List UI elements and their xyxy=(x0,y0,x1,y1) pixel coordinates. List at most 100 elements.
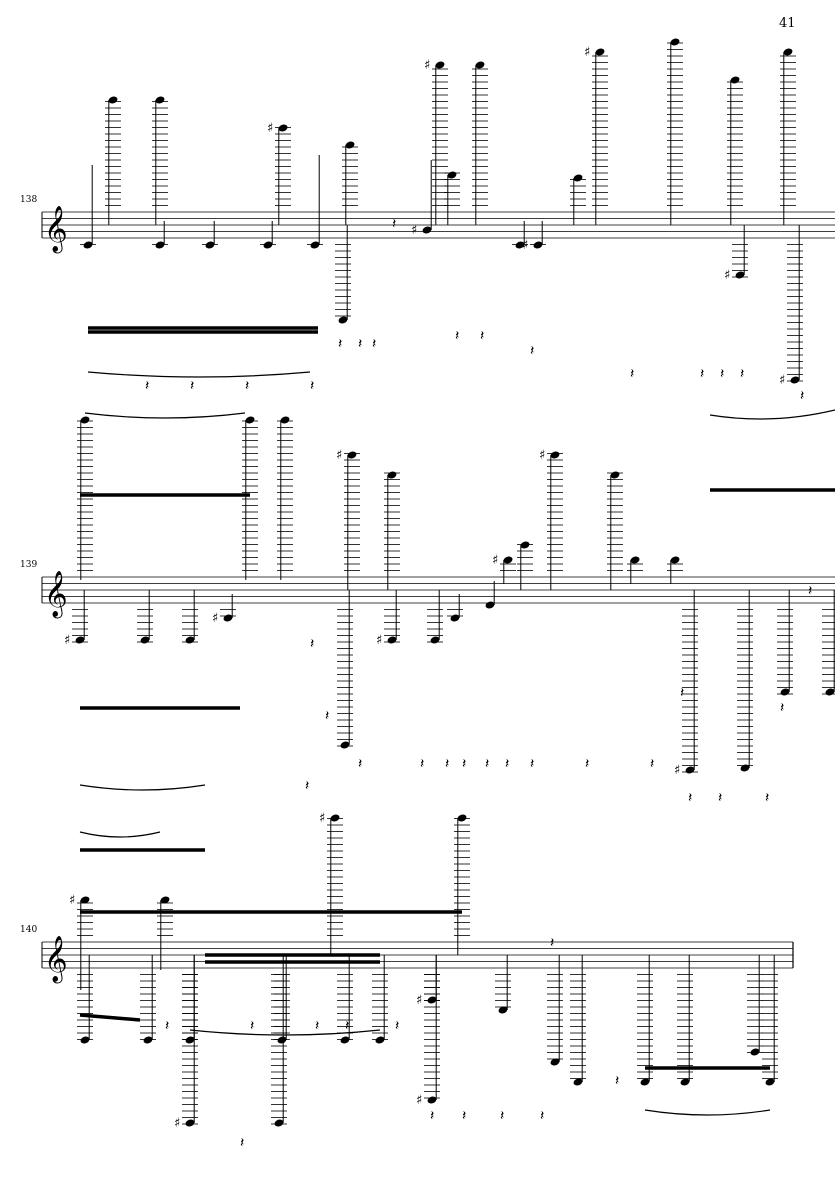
sharp-icon: ♯ xyxy=(174,1116,180,1131)
sharp-icon: ♯ xyxy=(416,993,422,1008)
note-head xyxy=(310,241,320,249)
rest-icon: 𝄽 xyxy=(190,378,194,394)
tie xyxy=(84,412,246,419)
note-head xyxy=(185,1036,195,1044)
note-head xyxy=(447,171,457,179)
rest-icon: 𝄽 xyxy=(540,1108,544,1124)
treble-clef-icon: 𝄞 xyxy=(44,206,68,254)
rest-icon: 𝄽 xyxy=(165,1018,169,1034)
beam xyxy=(79,1013,141,1022)
rest-icon: 𝄽 xyxy=(688,790,692,806)
rest-icon: 𝄽 xyxy=(145,378,149,394)
note-head xyxy=(640,1078,650,1086)
note-head xyxy=(330,814,340,822)
tie xyxy=(87,371,311,378)
rest-icon: 𝄽 xyxy=(455,328,459,344)
note-head xyxy=(533,241,543,249)
note-head xyxy=(80,896,90,904)
rest-icon: 𝄽 xyxy=(445,756,449,772)
note-head xyxy=(780,688,790,696)
rest-icon: 𝄽 xyxy=(395,1018,399,1034)
note-head xyxy=(347,451,357,459)
note-head xyxy=(83,241,93,249)
note-head xyxy=(550,451,560,459)
sharp-icon: ♯ xyxy=(492,553,498,568)
note-head xyxy=(387,471,397,479)
rest-icon: 𝄽 xyxy=(530,343,534,359)
note-head xyxy=(427,996,437,1004)
sharp-icon: ♯ xyxy=(267,121,273,136)
sharp-icon: ♯ xyxy=(69,893,75,908)
sharp-icon: ♯ xyxy=(319,811,325,826)
note-head xyxy=(338,316,348,324)
rest-icon: 𝄽 xyxy=(808,583,812,599)
sharp-icon: ♯ xyxy=(584,45,590,60)
rest-icon: 𝄽 xyxy=(500,1108,504,1124)
note-head xyxy=(155,241,165,249)
note-head xyxy=(155,96,165,104)
rest-icon: 𝄽 xyxy=(718,790,722,806)
note-head xyxy=(790,376,800,384)
note-head xyxy=(740,764,750,772)
note-head xyxy=(345,141,355,149)
note-head xyxy=(670,38,680,46)
note-head xyxy=(685,766,695,774)
measure-number-139: 139 xyxy=(20,560,38,570)
note-head xyxy=(185,636,195,644)
rest-icon: 𝄽 xyxy=(650,756,654,772)
note-head xyxy=(573,174,583,182)
sharp-icon: ♯ xyxy=(724,268,730,283)
note-head xyxy=(387,636,397,644)
rest-icon: 𝄽 xyxy=(338,336,342,352)
note-head xyxy=(185,1119,195,1127)
rest-icon: 𝄽 xyxy=(780,700,784,716)
rest-icon: 𝄽 xyxy=(358,756,362,772)
rest-icon: 𝄽 xyxy=(325,708,329,724)
sharp-icon: ♯ xyxy=(522,238,528,253)
rest-icon: 𝄽 xyxy=(240,1135,244,1151)
rest-icon: 𝄽 xyxy=(372,336,376,352)
note-head xyxy=(245,416,255,424)
rest-icon: 𝄽 xyxy=(358,336,362,352)
rest-icon: 𝄽 xyxy=(680,685,684,701)
sharp-icon: ♯ xyxy=(376,633,382,648)
note-head xyxy=(435,61,445,69)
rest-icon: 𝄽 xyxy=(245,378,249,394)
note-head xyxy=(515,241,525,249)
rest-icon: 𝄽 xyxy=(530,756,534,772)
note-head xyxy=(80,416,90,424)
note-head xyxy=(475,61,485,69)
rest-icon: 𝄽 xyxy=(615,1073,619,1089)
rest-icon: 𝄽 xyxy=(392,216,396,232)
note-head xyxy=(143,1036,153,1044)
note-head xyxy=(825,688,835,696)
note-head xyxy=(140,636,150,644)
page-number: 41 xyxy=(779,16,796,31)
note-head xyxy=(430,636,440,644)
note-head xyxy=(340,741,350,749)
note-head xyxy=(630,556,640,564)
treble-clef-icon: 𝄞 xyxy=(44,936,68,984)
rest-icon: 𝄽 xyxy=(462,1108,466,1124)
rest-icon: 𝄽 xyxy=(740,366,744,382)
sharp-icon: ♯ xyxy=(674,763,680,778)
rest-icon: 𝄽 xyxy=(630,366,634,382)
note-head xyxy=(503,556,513,564)
note-head xyxy=(263,241,273,249)
rest-icon: 𝄽 xyxy=(720,366,724,382)
sharp-icon: ♯ xyxy=(64,633,70,648)
rest-icon: 𝄽 xyxy=(765,790,769,806)
measure-number-140: 140 xyxy=(20,925,38,935)
note-head xyxy=(783,48,793,56)
note-head xyxy=(427,1096,437,1104)
note-head xyxy=(375,1036,385,1044)
tie xyxy=(79,784,206,791)
sharp-icon: ♯ xyxy=(424,58,430,73)
tie xyxy=(79,831,161,838)
rest-icon: 𝄽 xyxy=(585,756,589,772)
note-head xyxy=(278,124,288,132)
note-head xyxy=(765,1078,775,1086)
tie xyxy=(644,1109,771,1116)
treble-clef-icon: 𝄞 xyxy=(44,571,68,619)
